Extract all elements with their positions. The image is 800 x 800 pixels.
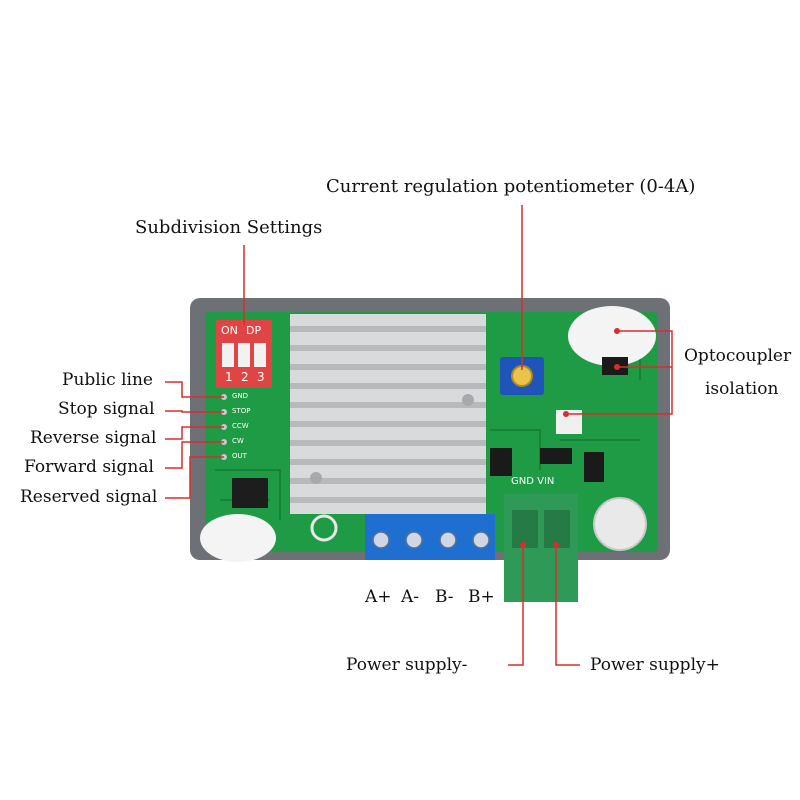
- power-supply-plus-label: Power supply+: [590, 655, 720, 675]
- brand-logo: [310, 514, 338, 542]
- leader-lines: [165, 205, 673, 666]
- dip-label-dp: DP: [246, 324, 262, 337]
- pin-label-cw: CW: [232, 437, 244, 445]
- diode: [540, 448, 572, 464]
- terminal-a-minus-label: A-: [401, 587, 420, 607]
- driver-ic-small: [232, 478, 268, 508]
- silicone-blob-top-right: [568, 306, 656, 366]
- regulator: [584, 452, 604, 482]
- power-supply-minus-label: Power supply-: [346, 655, 468, 675]
- pin-label-gnd: GND: [232, 392, 249, 400]
- mosfet-1: [490, 448, 512, 476]
- terminal-a-plus-label: A+: [365, 587, 392, 607]
- reverse-signal-label: Reverse signal: [30, 428, 157, 448]
- pin-label-ccw: CCW: [232, 422, 249, 430]
- heatsink: [290, 314, 486, 514]
- dip-slider-2[interactable]: [238, 343, 250, 367]
- dip-label-3: 3: [257, 370, 265, 384]
- dip-label-on: ON: [221, 324, 238, 337]
- optocoupler-label-line2: isolation: [705, 379, 779, 399]
- stop-signal-label: Stop signal: [58, 399, 155, 419]
- capacitor: [593, 497, 647, 551]
- power-silkscreen-label: GND VIN: [511, 476, 555, 487]
- optocoupler-label-line1: Optocoupler: [684, 346, 792, 366]
- forward-signal-label: Forward signal: [24, 457, 154, 477]
- dip-label-1: 1: [225, 370, 233, 384]
- dip-label-2: 2: [241, 370, 249, 384]
- silicone-blob-bottom-left: [200, 514, 276, 562]
- public-line-label: Public line: [62, 370, 153, 390]
- pin-label-stop: STOP: [232, 407, 251, 415]
- pin-label-out: OUT: [232, 452, 247, 460]
- dip-slider-3[interactable]: [254, 343, 266, 367]
- current-pot-label: Current regulation potentiometer (0-4A): [326, 176, 696, 197]
- leader-endpoints: [520, 328, 620, 548]
- motor-terminal-screws: [372, 531, 490, 549]
- terminal-b-minus-label: B-: [435, 587, 454, 607]
- subdivision-label: Subdivision Settings: [135, 217, 323, 238]
- dip-slider-1[interactable]: [222, 343, 234, 367]
- terminal-b-plus-label: B+: [468, 587, 495, 607]
- reserved-signal-label: Reserved signal: [20, 487, 158, 507]
